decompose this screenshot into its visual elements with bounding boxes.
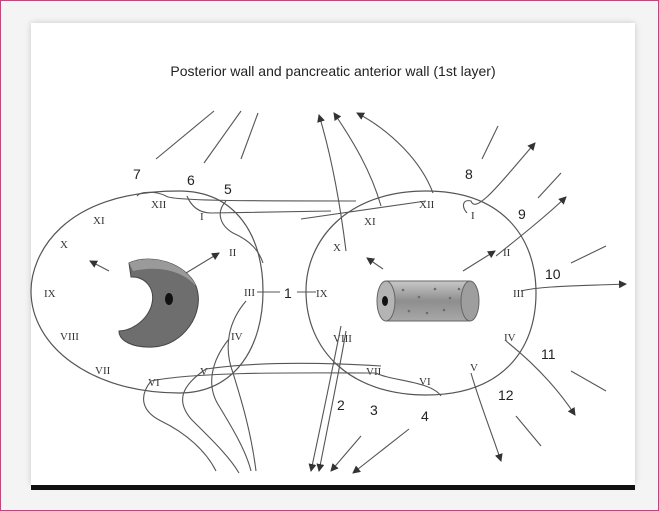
diagram-title: Posterior wall and pancreatic anterior w… <box>170 63 495 79</box>
suture-2 <box>308 325 347 472</box>
suture-7 <box>136 110 357 202</box>
suture-number-10: 10 <box>545 266 561 282</box>
left-label-ii: II <box>229 247 237 259</box>
left-label-iv: IV <box>231 331 243 343</box>
bottom-bar <box>31 485 635 490</box>
right-label-x: X <box>333 242 341 254</box>
suture-number-3: 3 <box>370 402 378 418</box>
left-label-viii: VIII <box>60 331 79 343</box>
left-label-v: V <box>200 366 208 378</box>
suture-number-2: 2 <box>337 397 345 413</box>
suture-10 <box>520 245 627 292</box>
left-label-i: I <box>200 211 204 223</box>
right-label-iii: III <box>513 288 524 300</box>
left-clock-labels: XII I II III IV V VI VII VIII IX X XI <box>44 199 255 389</box>
arrow-right-ii <box>462 250 496 272</box>
suture-8 <box>462 125 536 214</box>
arrow-left-inner <box>89 260 110 272</box>
suture-number-11: 11 <box>541 346 556 362</box>
suture-number-4: 4 <box>421 408 429 424</box>
pancreas-stump <box>118 258 199 348</box>
suture-number-5: 5 <box>224 181 232 197</box>
left-label-xi: XI <box>93 215 105 227</box>
right-label-v: V <box>470 362 478 374</box>
arrow-left-ii <box>185 252 220 274</box>
right-label-viii: VIII <box>333 333 352 345</box>
left-label-x: X <box>60 239 68 251</box>
right-label-i: I <box>471 210 475 222</box>
suture-number-6: 6 <box>187 172 195 188</box>
left-ring <box>30 190 264 394</box>
right-label-vi: VI <box>419 376 431 388</box>
right-label-ix: IX <box>316 288 328 300</box>
suture-5 <box>219 112 264 264</box>
suture-number-1: 1 <box>284 285 292 301</box>
left-label-xii: XII <box>151 199 167 211</box>
suture-9 <box>495 172 567 257</box>
right-ring <box>305 190 537 396</box>
suture-top-center-3 <box>300 112 434 220</box>
arrow-right-x <box>366 257 384 270</box>
suture-number-12: 12 <box>498 387 514 403</box>
suture-12 <box>470 372 542 462</box>
suture-top-center-1 <box>317 114 347 252</box>
suture-3 <box>330 435 362 472</box>
suture-top-center-2 <box>333 112 382 207</box>
suture-11 <box>505 340 607 416</box>
right-label-xii: XII <box>419 199 435 211</box>
left-label-vii: VII <box>95 365 111 377</box>
bowel-segment <box>376 280 480 322</box>
right-label-ii: II <box>503 247 511 259</box>
figure-panel <box>31 23 635 485</box>
suture-number-8: 8 <box>465 166 473 182</box>
suture-numbers: 1 2 3 4 5 6 7 8 9 10 11 12 <box>133 166 561 424</box>
left-label-vi: VI <box>148 377 160 389</box>
right-label-xi: XI <box>364 216 376 228</box>
right-label-vii: VII <box>366 366 382 378</box>
suture-4 <box>352 372 442 474</box>
suture-bottom-loops <box>143 300 382 474</box>
suture-6 <box>186 110 332 214</box>
left-label-iii: III <box>244 287 255 299</box>
suture-number-9: 9 <box>518 206 526 222</box>
left-label-ix: IX <box>44 288 56 300</box>
right-label-iv: IV <box>504 332 516 344</box>
suture-number-7: 7 <box>133 166 141 182</box>
